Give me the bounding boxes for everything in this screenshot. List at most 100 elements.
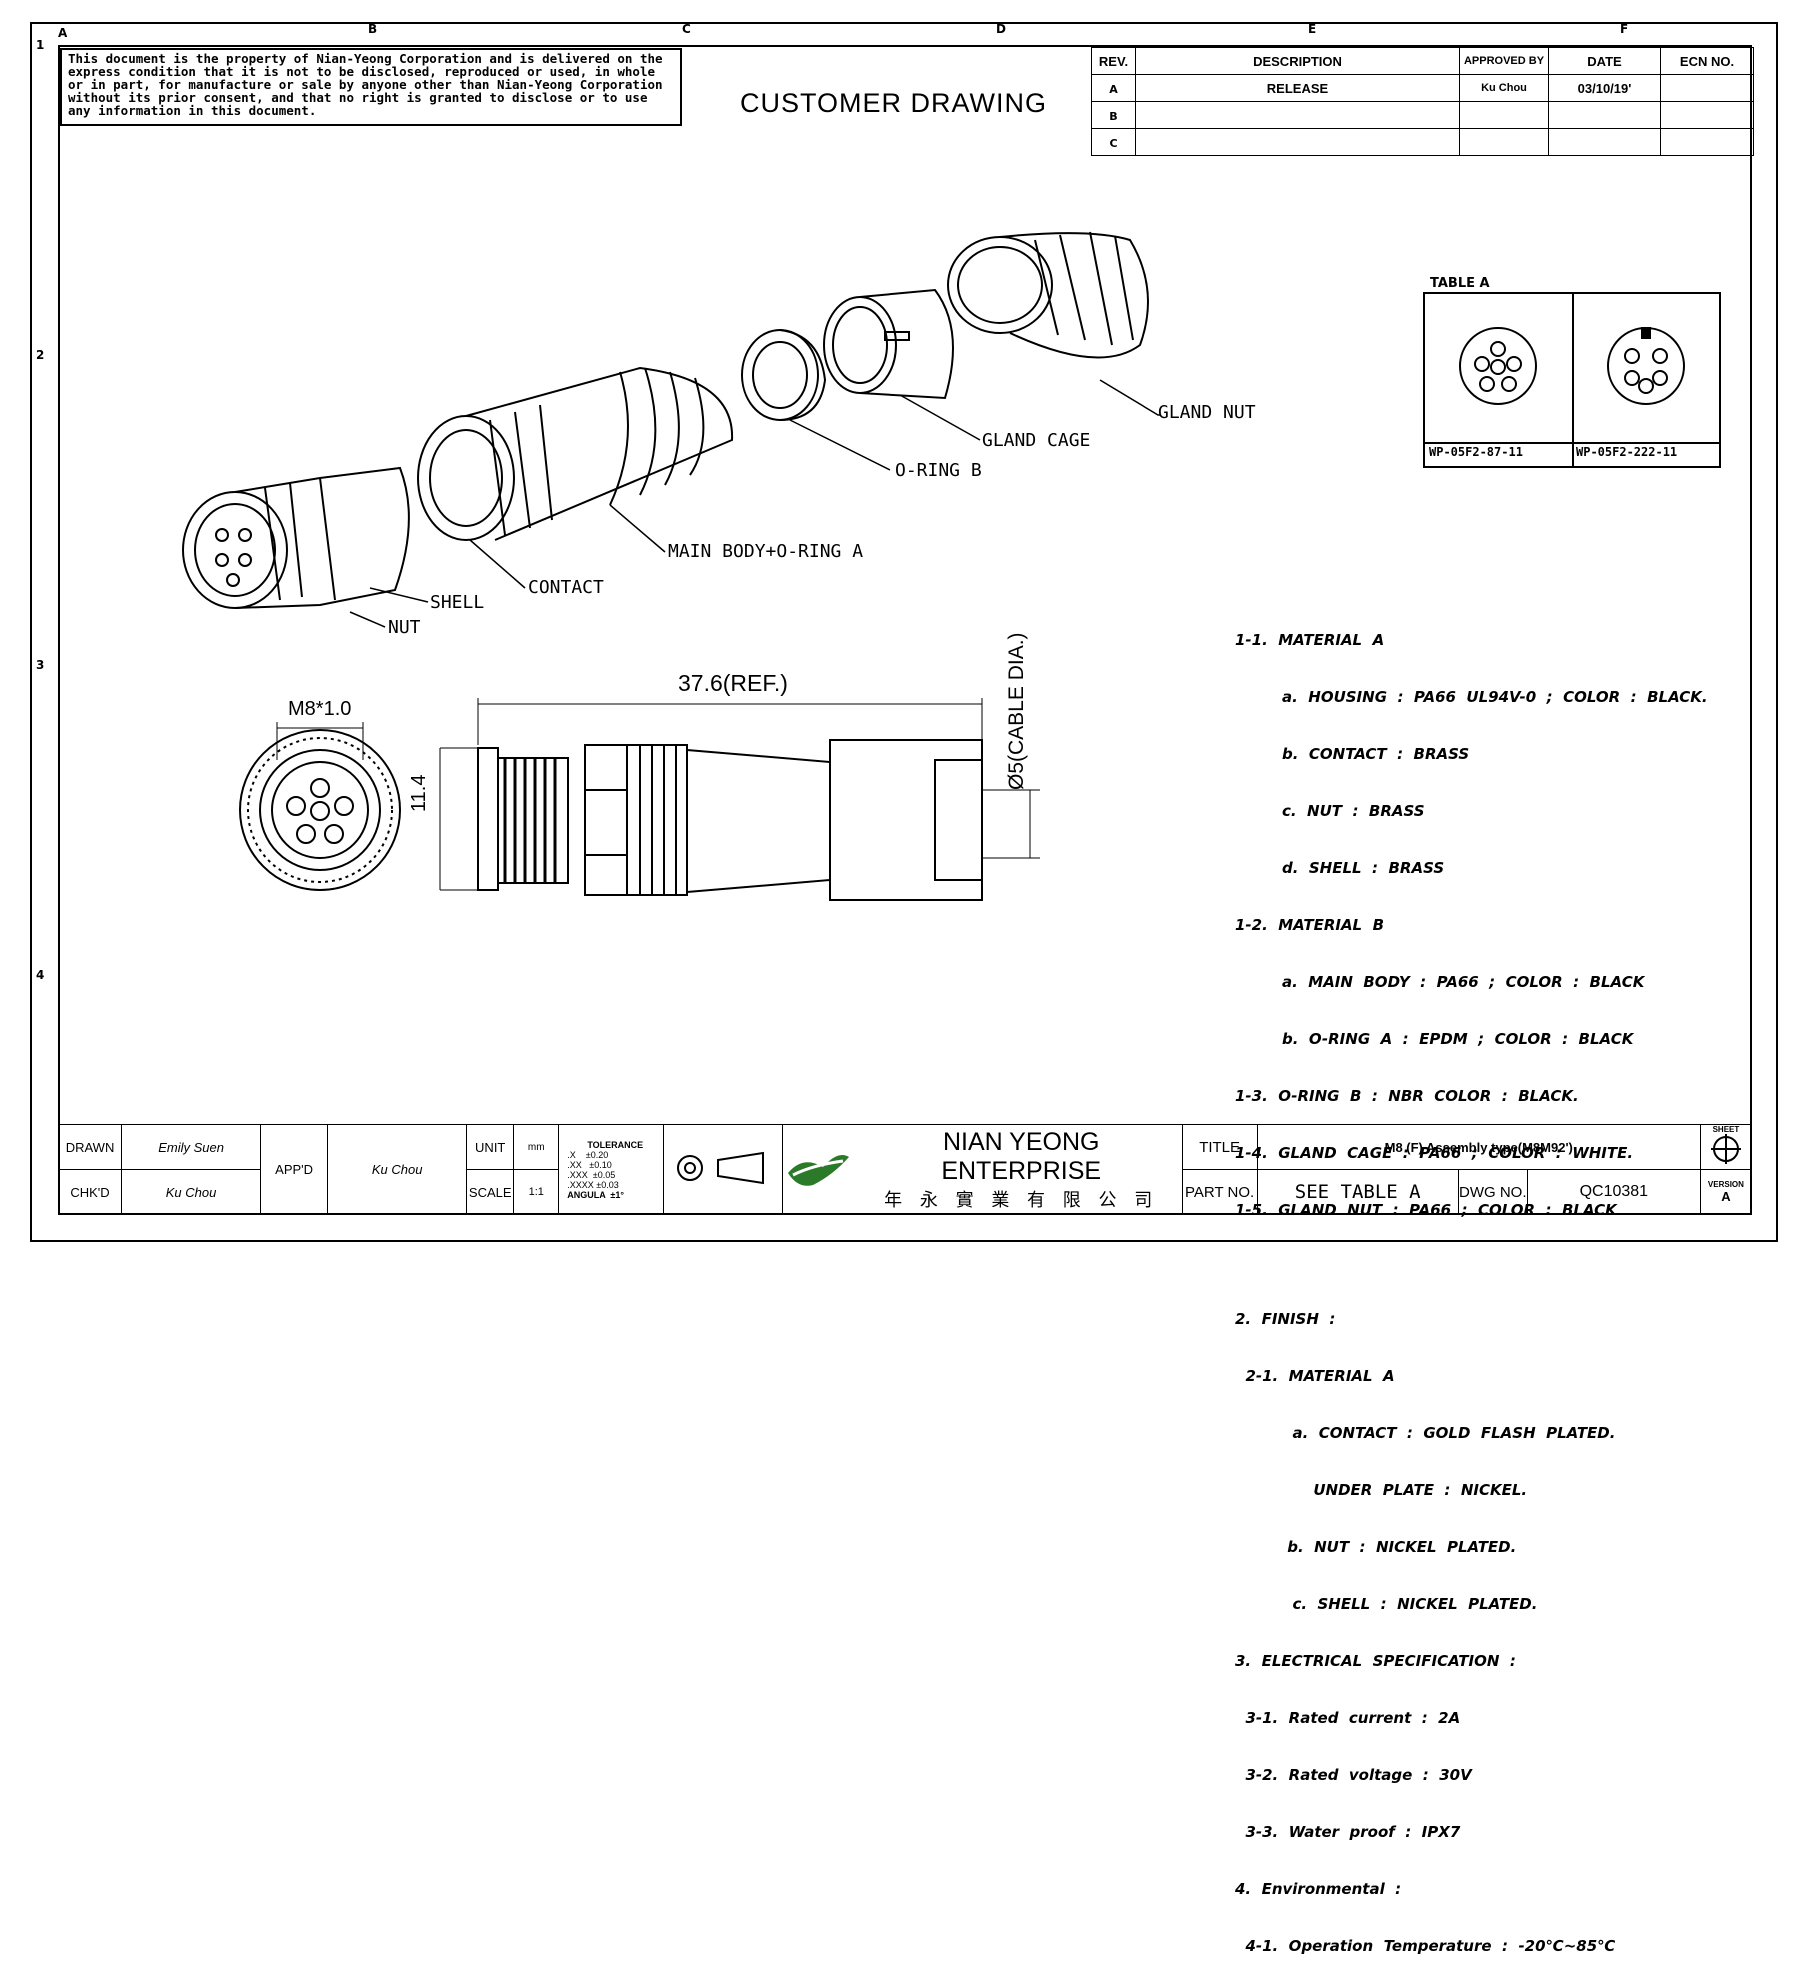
spec-line: 3-3. Water proof : IPX7 bbox=[1235, 1823, 1461, 1841]
shell-nut-drawing bbox=[182, 466, 410, 609]
spec-line: 4. Environmental : bbox=[1235, 1880, 1402, 1898]
title-block: DRAWN Emily Suen APP'D Ku Chou UNIT mm T… bbox=[57, 1124, 1753, 1215]
drawing-canvas bbox=[182, 231, 1160, 901]
projection-symbol bbox=[663, 1124, 784, 1215]
company-name-cn: 年 永 實 業 有 限 公 司 bbox=[884, 1189, 1159, 1211]
dim-thread: M8*1.0 bbox=[288, 698, 352, 720]
scale-value: 1:1 bbox=[513, 1169, 560, 1215]
gland-cage-drawing bbox=[823, 288, 954, 400]
spec-line: 1-3. O-RING B : NBR COLOR : BLACK. bbox=[1235, 1087, 1579, 1105]
main-body-drawing bbox=[417, 366, 734, 541]
dwg-value: QC10381 bbox=[1526, 1169, 1701, 1215]
appd-value: Ku Chou bbox=[327, 1124, 468, 1215]
side-view-drawing bbox=[439, 698, 1040, 901]
dwg-label: DWG NO. bbox=[1457, 1169, 1528, 1215]
spec-line: b. O-RING A : EPDM ; COLOR : BLACK bbox=[1235, 1030, 1634, 1048]
zone-col-b: B bbox=[368, 22, 378, 36]
spec-line: b. NUT : NICKEL PLATED. bbox=[1235, 1538, 1517, 1556]
rev-header-ecn: ECN NO. bbox=[1660, 47, 1754, 75]
dim-height: 11.4 bbox=[408, 774, 430, 812]
chkd-label: CHK'D bbox=[57, 1169, 123, 1215]
scale-label: SCALE bbox=[466, 1169, 515, 1215]
unit-label: UNIT bbox=[466, 1124, 515, 1170]
zone-row-3: 3 bbox=[36, 658, 45, 672]
zone-col-f: F bbox=[1620, 22, 1629, 36]
dim-cable: Ø5(CABLE DIA.) bbox=[1005, 632, 1028, 790]
zone-row-4: 4 bbox=[36, 968, 45, 982]
spec-line: UNDER PLATE : NICKEL. bbox=[1235, 1481, 1528, 1499]
company-name: NIAN YEONG ENTERPRISE bbox=[941, 1127, 1102, 1185]
spec-line: 3-2. Rated voltage : 30V bbox=[1235, 1766, 1472, 1784]
specifications: 1-1. MATERIAL A a. HOUSING : PA66 UL94V-… bbox=[1235, 593, 1708, 1975]
callout-nut: NUT bbox=[388, 617, 421, 638]
spec-line: 2-1. MATERIAL A bbox=[1235, 1367, 1395, 1385]
company-block: NIAN YEONG ENTERPRISE 年 永 實 業 有 限 公 司 bbox=[782, 1124, 1183, 1215]
rev-b-marker: B bbox=[1091, 101, 1136, 129]
title-label: TITLE bbox=[1181, 1124, 1258, 1170]
zone-col-a: A bbox=[58, 26, 68, 40]
drawn-value: Emily Suen bbox=[121, 1124, 262, 1170]
table-a-title: TABLE A bbox=[1430, 276, 1490, 291]
version-cell: VERSION A bbox=[1699, 1169, 1753, 1215]
appd-label: APP'D bbox=[260, 1124, 329, 1215]
sheet-crosshair-icon bbox=[1710, 1134, 1741, 1164]
callout-contact: CONTACT bbox=[528, 577, 604, 598]
part-value: SEE TABLE A bbox=[1256, 1169, 1459, 1215]
rev-header-date: DATE bbox=[1548, 47, 1661, 75]
confidentiality-notice: This document is the property of Nian-Ye… bbox=[60, 48, 682, 126]
spec-line: a. HOUSING : PA66 UL94V-0 ; COLOR : BLAC… bbox=[1235, 688, 1708, 706]
callout-shell: SHELL bbox=[430, 592, 485, 613]
tolerance-block: TOLERANCE .X ±0.20 .XX ±0.10 .XXX ±0.05 … bbox=[558, 1124, 665, 1215]
spec-line: c. NUT : BRASS bbox=[1235, 802, 1425, 820]
part-label: PART NO. bbox=[1181, 1169, 1258, 1215]
gland-nut-drawing bbox=[947, 231, 1149, 359]
rev-b-description bbox=[1135, 101, 1460, 129]
rev-header-rev: REV. bbox=[1091, 47, 1136, 75]
zone-col-d: D bbox=[996, 22, 1006, 36]
zone-row-1: 1 bbox=[36, 38, 45, 52]
zone-col-e: E bbox=[1308, 22, 1317, 36]
callout-gland-cage: GLAND CAGE bbox=[982, 430, 1091, 451]
unit-value: mm bbox=[513, 1124, 560, 1170]
outer-frame bbox=[30, 22, 1778, 1242]
spec-line: 3. ELECTRICAL SPECIFICATION : bbox=[1235, 1652, 1516, 1670]
spec-line: a. MAIN BODY : PA66 ; COLOR : BLACK bbox=[1235, 973, 1645, 991]
zone-col-c: C bbox=[682, 22, 691, 36]
drawing-title: CUSTOMER DRAWING bbox=[740, 88, 1048, 118]
zone-row-2: 2 bbox=[36, 348, 45, 362]
rev-b-ecn bbox=[1660, 101, 1754, 129]
title-value: M8 (F) Assembly type(M8M92') bbox=[1256, 1124, 1701, 1170]
rev-c-approved bbox=[1459, 128, 1549, 156]
spec-line: 4-1. Operation Temperature : -20℃~85℃ bbox=[1235, 1937, 1616, 1955]
rev-b-approved bbox=[1459, 101, 1549, 129]
table-a-pinouts bbox=[1459, 327, 1685, 405]
spec-line: 3-1. Rated current : 2A bbox=[1235, 1709, 1461, 1727]
spec-line: 2. FINISH : bbox=[1235, 1310, 1336, 1328]
callout-gland-nut: GLAND NUT bbox=[1158, 402, 1256, 423]
callout-o-ring-b: O-RING B bbox=[895, 460, 982, 481]
sheet-cell: SHEET bbox=[1699, 1124, 1753, 1170]
table-a: WP-05F2-87-11 WP-05F2-222-11 bbox=[1423, 292, 1721, 468]
rev-header-approved: APPROVED BY bbox=[1459, 47, 1549, 75]
chkd-value: Ku Chou bbox=[121, 1169, 262, 1215]
spec-line bbox=[1235, 1258, 1708, 1272]
rev-c-ecn bbox=[1660, 128, 1754, 156]
spec-line: c. SHELL : NICKEL PLATED. bbox=[1235, 1595, 1538, 1613]
rev-header-description: DESCRIPTION bbox=[1135, 47, 1460, 75]
rev-a-date: 03/10/19' bbox=[1548, 74, 1661, 102]
rev-c-date bbox=[1548, 128, 1661, 156]
table-a-part-1: WP-05F2-87-11 bbox=[1429, 445, 1523, 459]
spec-line: a. CONTACT : GOLD FLASH PLATED. bbox=[1235, 1424, 1616, 1442]
revision-table: REV. DESCRIPTION APPROVED BY DATE ECN NO… bbox=[1091, 47, 1754, 156]
leader-lines bbox=[349, 379, 1160, 628]
dim-length: 37.6(REF.) bbox=[678, 670, 788, 696]
o-ring-b-drawing bbox=[741, 329, 827, 421]
spec-line: 1-1. MATERIAL A bbox=[1235, 631, 1385, 649]
drawn-label: DRAWN bbox=[57, 1124, 123, 1170]
table-a-part-2: WP-05F2-222-11 bbox=[1576, 445, 1678, 459]
spec-line: d. SHELL : BRASS bbox=[1235, 859, 1445, 877]
spec-line: 1-2. MATERIAL B bbox=[1235, 916, 1384, 934]
front-view-drawing bbox=[239, 722, 401, 891]
company-logo-icon bbox=[788, 1154, 850, 1186]
callout-main-body: MAIN BODY+O-RING A bbox=[668, 541, 864, 562]
